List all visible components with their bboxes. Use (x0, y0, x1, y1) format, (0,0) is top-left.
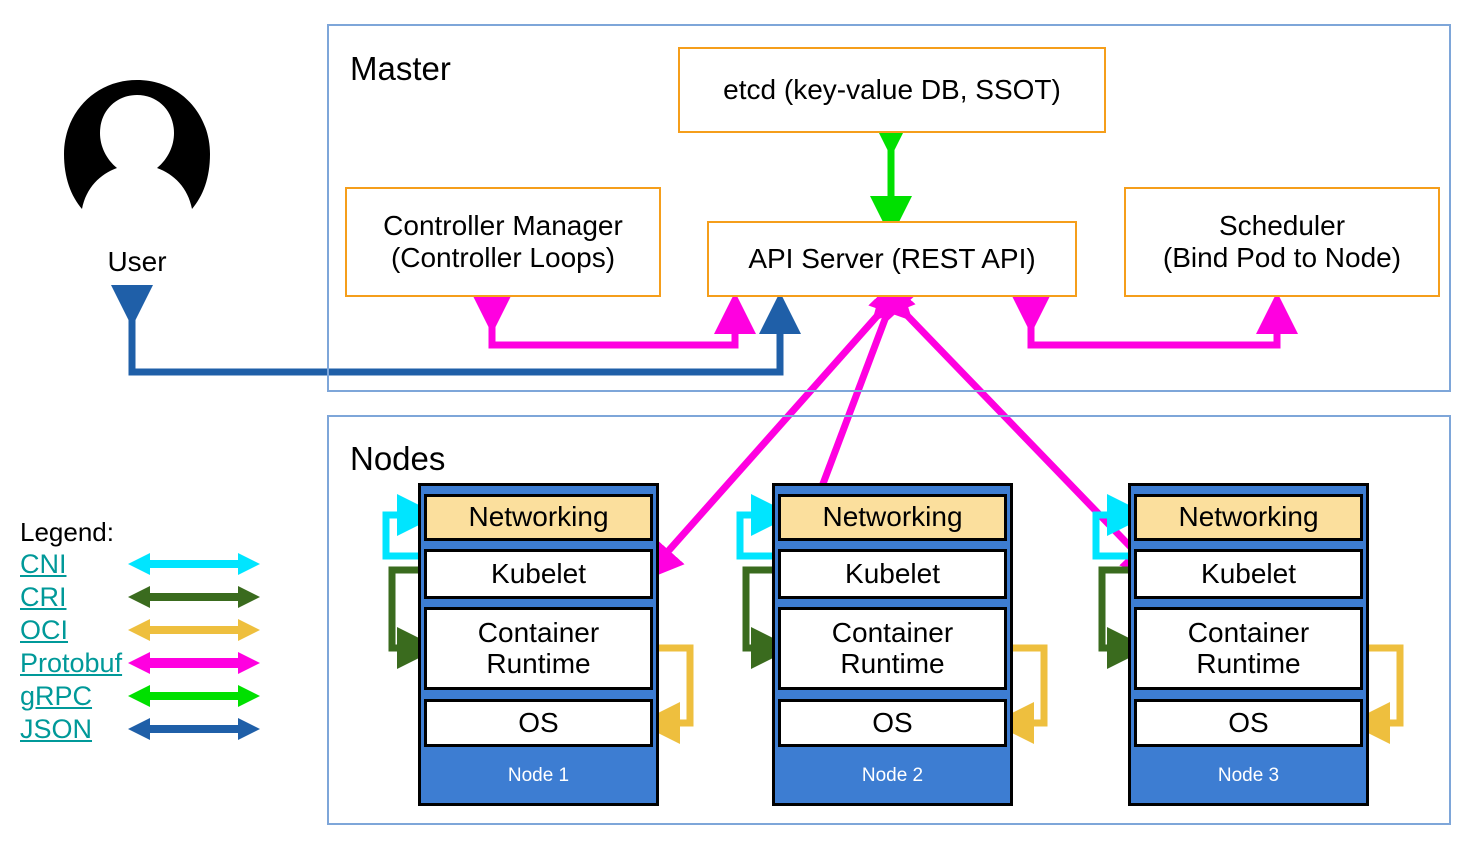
nodes-group (327, 415, 1451, 825)
node-2-container-runtime[interactable]: Container Runtime (778, 607, 1007, 690)
node-3-kubelet-label: Kubelet (1201, 557, 1296, 589)
node-3-name: Node 3 (1217, 765, 1280, 786)
user-avatar-icon (64, 80, 210, 209)
legend-row-cri: CRI (20, 581, 280, 614)
legend-title: Legend: (20, 517, 114, 547)
node-3-networking-label: Networking (1178, 501, 1319, 533)
user-label: User (107, 246, 167, 277)
controller-manager-label-line2: (Controller Loops) (390, 242, 616, 273)
legend-row-protobuf: Protobuf (20, 647, 280, 680)
node-1-os-label: OS (518, 706, 559, 738)
connector-cni-node1 (382, 494, 439, 560)
controller-manager-label-line1: Controller Manager (383, 210, 623, 242)
legend-link-oci[interactable]: OCI (20, 615, 69, 645)
legend: Legend: CNI CRI OCI Protobuf (20, 517, 280, 746)
connector-oci-node1 (638, 644, 694, 744)
connector-cri-node3 (1098, 566, 1149, 669)
node-2-container-runtime-label: Container Runtime (831, 616, 954, 679)
connector-oci-node2 (992, 644, 1048, 744)
node-3-container-runtime[interactable]: Container Runtime (1134, 607, 1363, 690)
node-1-os[interactable]: OS (424, 699, 653, 747)
legend-row-cni: CNI (20, 548, 280, 581)
connector-cri-node2 (742, 566, 793, 669)
controller-manager-box[interactable]: Controller Manager (Controller Loops) (345, 187, 661, 297)
legend-link-protobuf[interactable]: Protobuf (20, 648, 123, 678)
node-2-os-label: OS (872, 706, 913, 738)
legend-row-oci: OCI (20, 614, 280, 647)
connector-cri-node1 (388, 566, 439, 669)
legend-arrow-json (128, 718, 260, 740)
node-2-networking[interactable]: Networking (778, 494, 1007, 541)
legend-arrow-grpc (128, 685, 260, 707)
legend-link-cri[interactable]: CRI (20, 582, 67, 612)
etcd-label: etcd (key-value DB, SSOT) (723, 74, 1061, 106)
node-1-networking[interactable]: Networking (424, 494, 653, 541)
legend-arrow-cri (128, 586, 260, 608)
connector-cni-node2 (736, 494, 793, 560)
node-1-container-runtime[interactable]: Container Runtime (424, 607, 653, 690)
node-3-networking[interactable]: Networking (1134, 494, 1363, 541)
node-1-kubelet[interactable]: Kubelet (424, 549, 653, 599)
legend-arrow-cni (128, 553, 260, 575)
scheduler-box[interactable]: Scheduler (Bind Pod to Node) (1124, 187, 1440, 297)
legend-arrow-protobuf (128, 652, 260, 674)
node-1-name: Node 1 (507, 765, 570, 786)
connector-cni-node3 (1092, 494, 1149, 560)
nodes-title: Nodes (350, 440, 446, 477)
legend-link-grpc[interactable]: gRPC (20, 681, 93, 711)
node-3-os[interactable]: OS (1134, 699, 1363, 747)
master-group (327, 24, 1451, 392)
legend-row-grpc: gRPC (20, 680, 280, 713)
node-2-os[interactable]: OS (778, 699, 1007, 747)
node-1-kubelet-label: Kubelet (491, 557, 586, 589)
scheduler-label-line1: Scheduler (1218, 210, 1346, 242)
connector-oci-node3 (1348, 644, 1404, 744)
node-3-os-label: OS (1228, 706, 1269, 738)
node-3-container-runtime-label: Container Runtime (1187, 616, 1310, 679)
api-server-box[interactable]: API Server (REST API) (707, 221, 1077, 297)
legend-link-cni[interactable]: CNI (20, 549, 67, 579)
legend-arrow-oci (128, 619, 260, 641)
etcd-box[interactable]: etcd (key-value DB, SSOT) (678, 47, 1106, 133)
node-1-networking-label: Networking (468, 501, 609, 533)
api-server-label: API Server (REST API) (748, 243, 1036, 275)
node-2-name: Node 2 (861, 765, 924, 786)
legend-row-json: JSON (20, 713, 280, 746)
node-1-container-runtime-label: Container Runtime (477, 616, 600, 679)
node-2-kubelet-label: Kubelet (845, 557, 940, 589)
scheduler-label-line2: (Bind Pod to Node) (1162, 242, 1402, 273)
node-2-kubelet[interactable]: Kubelet (778, 549, 1007, 599)
node-2-networking-label: Networking (822, 501, 963, 533)
master-title: Master (350, 50, 451, 87)
node-3-kubelet[interactable]: Kubelet (1134, 549, 1363, 599)
legend-link-json[interactable]: JSON (20, 714, 93, 744)
